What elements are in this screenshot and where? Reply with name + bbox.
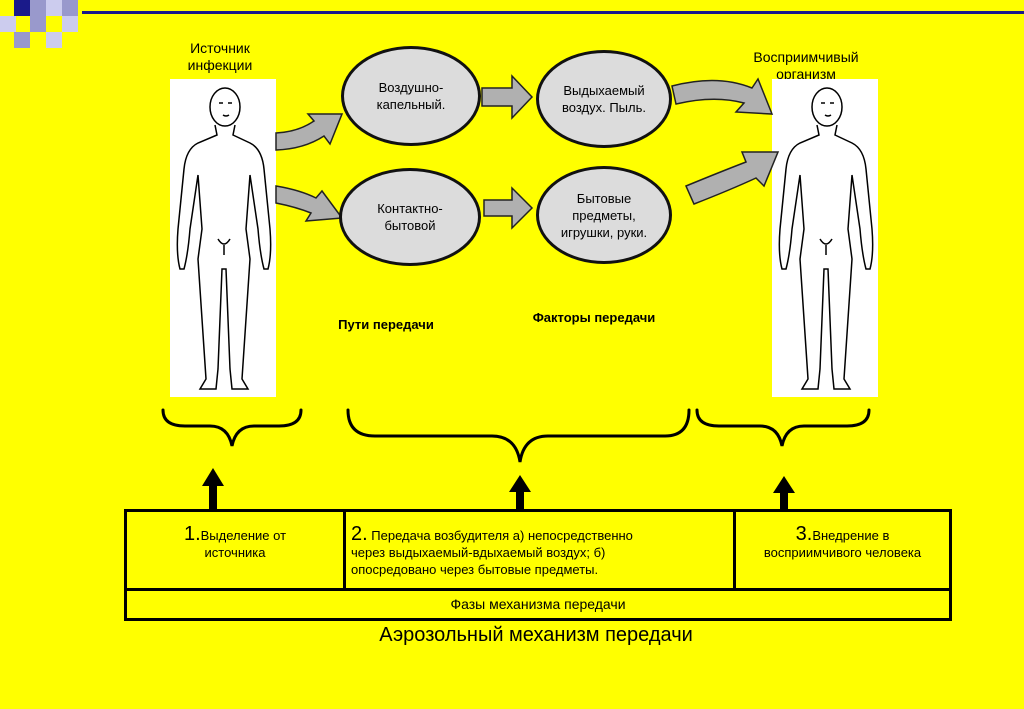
- human-figure-icon: [176, 87, 272, 390]
- up-arrow-icon: [202, 468, 224, 509]
- deco-square: [30, 16, 46, 32]
- recipient-human-figure: [772, 79, 878, 397]
- factor-air-label: Выдыхаемый воздух. Пыль.: [562, 83, 646, 115]
- human-figure-icon: [778, 87, 874, 390]
- source-human-figure: [170, 79, 276, 397]
- phase-cell-1: 1.Выделение от источника: [127, 512, 346, 588]
- deco-square: [62, 16, 78, 32]
- straight-arrow-icon: [483, 186, 534, 230]
- straight-arrow-icon: [481, 74, 534, 120]
- mechanism-title: Аэрозольный механизм передачи: [379, 624, 693, 646]
- deco-square: [14, 32, 30, 48]
- deco-square: [46, 0, 62, 16]
- header-line: [82, 11, 1024, 14]
- phase-text: Передача возбудителя а) непосредственно …: [351, 528, 633, 577]
- phase-cell-3: 3.Внедрение в восприимчивого человека: [736, 512, 949, 588]
- header-decoration: [0, 0, 1024, 48]
- factors-caption: Факторы передачи: [532, 310, 656, 325]
- route-contact-label: Контактно- бытовой: [377, 201, 443, 233]
- phase-number: 3.: [795, 523, 813, 545]
- phases-table: 1.Выделение от источника 2. Передача воз…: [124, 509, 952, 621]
- factor-ellipse-objects: Бытовые предметы, игрушки, руки.: [536, 166, 672, 264]
- factor-objects-label: Бытовые предметы, игрушки, руки.: [560, 190, 648, 240]
- curved-arrow-icon: [275, 185, 344, 222]
- source-label: Источник инфекции: [187, 40, 253, 73]
- deco-square: [0, 16, 16, 32]
- brace-routes: [346, 408, 691, 463]
- phase-number: 1.: [183, 523, 201, 545]
- factor-ellipse-air: Выдыхаемый воздух. Пыль.: [536, 50, 672, 148]
- deco-square: [30, 0, 46, 16]
- phase-cell-2: 2. Передача возбудителя а) непосредствен…: [346, 512, 736, 588]
- route-airborne-label: Воздушно- капельный.: [376, 80, 446, 112]
- deco-square: [62, 0, 78, 16]
- route-ellipse-contact: Контактно- бытовой: [339, 168, 481, 266]
- route-ellipse-airborne: Воздушно- капельный.: [341, 46, 481, 146]
- deco-square: [46, 32, 62, 48]
- brace-recipient: [695, 408, 871, 447]
- curved-arrow-icon: [671, 77, 774, 115]
- deco-square: [14, 0, 30, 16]
- phases-caption: Фазы механизма передачи: [127, 588, 949, 618]
- up-arrow-icon: [773, 476, 795, 509]
- curved-arrow-icon: [275, 113, 344, 151]
- curved-arrow-icon: [685, 151, 780, 205]
- recipient-label: Восприимчивый организм: [753, 49, 859, 79]
- brace-source: [161, 408, 303, 447]
- up-arrow-icon: [509, 475, 531, 509]
- phase-text: Выделение от источника: [200, 528, 287, 560]
- routes-caption: Пути передачи: [338, 317, 434, 332]
- phase-number: 2.: [351, 523, 368, 545]
- phase-text: Внедрение в восприимчивого человека: [763, 528, 922, 560]
